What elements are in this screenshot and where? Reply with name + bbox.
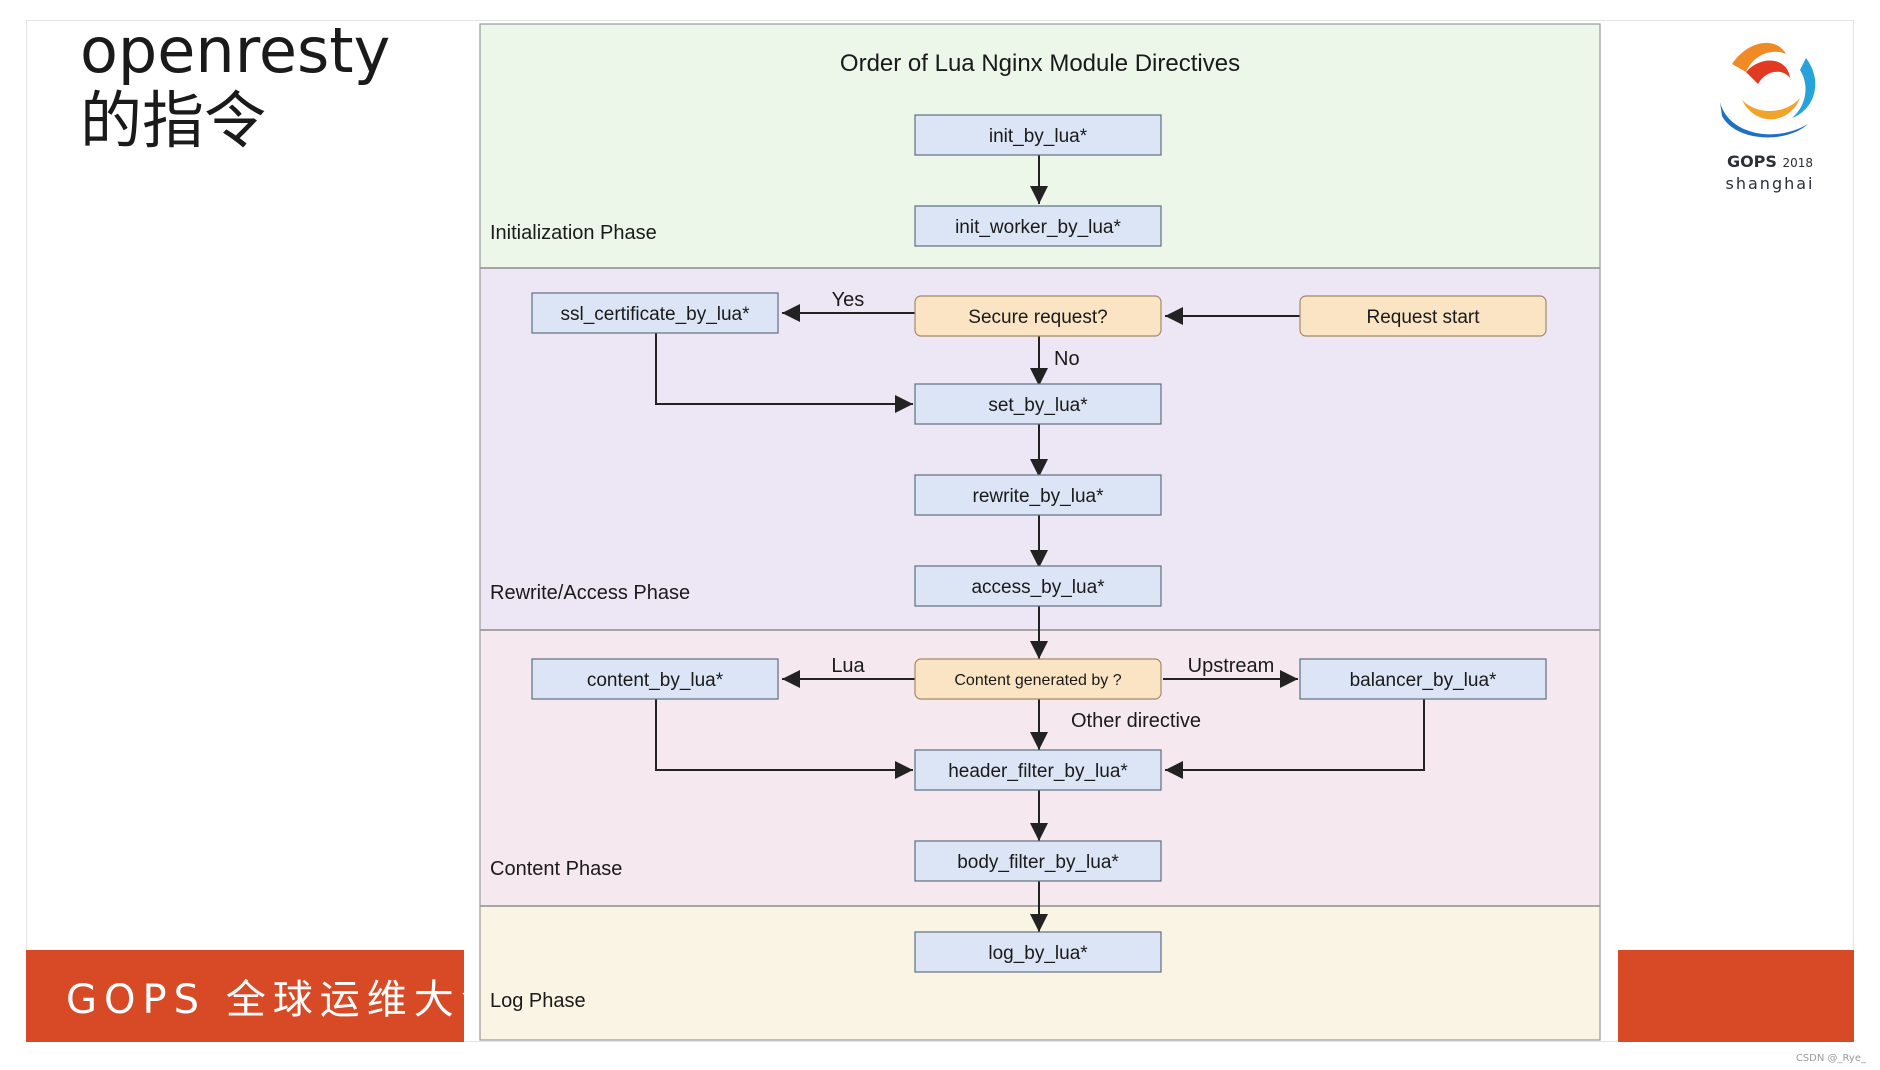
watermark: CSDN @_Rye_ bbox=[1795, 1053, 1866, 1064]
edge-label-lua: Lua bbox=[831, 655, 865, 677]
gops-logo: GOPS 2018 shanghai bbox=[1702, 34, 1838, 194]
logo-year-text: 2018 bbox=[1782, 156, 1814, 170]
node-set-by-lua: set_by_lua* bbox=[988, 395, 1088, 416]
node-rewrite-by-lua: rewrite_by_lua* bbox=[973, 486, 1105, 507]
node-request-start: Request start bbox=[1367, 307, 1481, 328]
node-init-worker-by-lua: init_worker_by_lua* bbox=[955, 217, 1121, 238]
diagram-title: Order of Lua Nginx Module Directives bbox=[840, 50, 1240, 77]
node-content-by-lua-box bbox=[531, 658, 779, 700]
node-secure-request: Secure request? bbox=[968, 307, 1107, 328]
node-balancer-by-lua: balancer_by_lua* bbox=[1350, 670, 1497, 691]
node-body-filter-by-lua-box bbox=[914, 840, 1162, 882]
node-request-start-box bbox=[1299, 295, 1547, 337]
node-content-by-lua: content_by_lua* bbox=[587, 670, 724, 691]
node-set-by-lua-box bbox=[914, 383, 1162, 425]
node-access-by-lua-box bbox=[914, 565, 1162, 607]
edge-label-upstream: Upstream bbox=[1188, 655, 1275, 677]
edge-label-yes: Yes bbox=[832, 289, 865, 311]
node-ssl-certificate-by-lua-box bbox=[531, 292, 779, 334]
node-log-by-lua-box bbox=[914, 931, 1162, 973]
node-ssl-certificate-by-lua: ssl_certificate_by_lua* bbox=[560, 304, 750, 325]
edge-balancer-to-header-filter bbox=[1165, 699, 1425, 779]
node-content-generated-by-box bbox=[914, 658, 1162, 700]
node-init-by-lua: init_by_lua* bbox=[989, 126, 1088, 147]
footer-brand-bar: GOPS 全球运维大会 bbox=[26, 950, 464, 1042]
node-balancer-by-lua-box bbox=[1299, 658, 1547, 700]
logo-wordmark: GOPS 2018 bbox=[1702, 152, 1838, 171]
phase-label-rewrite-access: Rewrite/Access Phase bbox=[490, 582, 690, 604]
phase-label-content: Content Phase bbox=[490, 858, 622, 880]
slide-title: openresty 的指令 bbox=[80, 16, 390, 156]
logo-name-text: GOPS bbox=[1726, 152, 1777, 171]
flow-edges bbox=[655, 155, 1425, 932]
gops-swirl-icon bbox=[1720, 42, 1816, 138]
edge-labels: Yes No Lua Upstream Other directive bbox=[831, 289, 1274, 732]
node-content-generated-by: Content generated by ? bbox=[954, 672, 1121, 689]
slide-title-line-2: 的指令 bbox=[80, 84, 267, 157]
footer-accent-block bbox=[1618, 950, 1854, 1042]
node-rewrite-by-lua-box bbox=[914, 474, 1162, 516]
edge-label-no: No bbox=[1054, 348, 1080, 370]
edge-ssl-to-set bbox=[655, 333, 913, 413]
node-init-by-lua-box bbox=[914, 114, 1162, 156]
node-header-filter-by-lua-box bbox=[914, 749, 1162, 791]
footer-brand-text: GOPS 全球运维大会 bbox=[66, 977, 464, 1023]
node-secure-request-box bbox=[914, 295, 1162, 337]
node-body-filter-by-lua: body_filter_by_lua* bbox=[957, 852, 1119, 873]
phase-label-log: Log Phase bbox=[490, 990, 586, 1012]
node-access-by-lua: access_by_lua* bbox=[971, 577, 1105, 598]
phase-labels: Initialization Phase Rewrite/Access Phas… bbox=[490, 222, 690, 1012]
diagram-border bbox=[479, 23, 1601, 1041]
edge-content-by-lua-to-header-filter bbox=[655, 699, 913, 779]
flow-nodes bbox=[531, 114, 1547, 973]
node-init-worker-by-lua-box bbox=[914, 205, 1162, 247]
edge-label-other-directive: Other directive bbox=[1071, 710, 1201, 732]
slide-title-line-1: openresty bbox=[80, 14, 391, 87]
node-header-filter-by-lua: header_filter_by_lua* bbox=[948, 761, 1128, 782]
node-labels: init_by_lua* init_worker_by_lua* ssl_cer… bbox=[560, 126, 1497, 964]
logo-city-text: shanghai bbox=[1725, 174, 1815, 193]
node-log-by-lua: log_by_lua* bbox=[988, 943, 1088, 964]
phase-label-initialization: Initialization Phase bbox=[490, 222, 657, 244]
lua-directive-flowchart: Order of Lua Nginx Module Directives Ini… bbox=[479, 23, 1601, 1041]
